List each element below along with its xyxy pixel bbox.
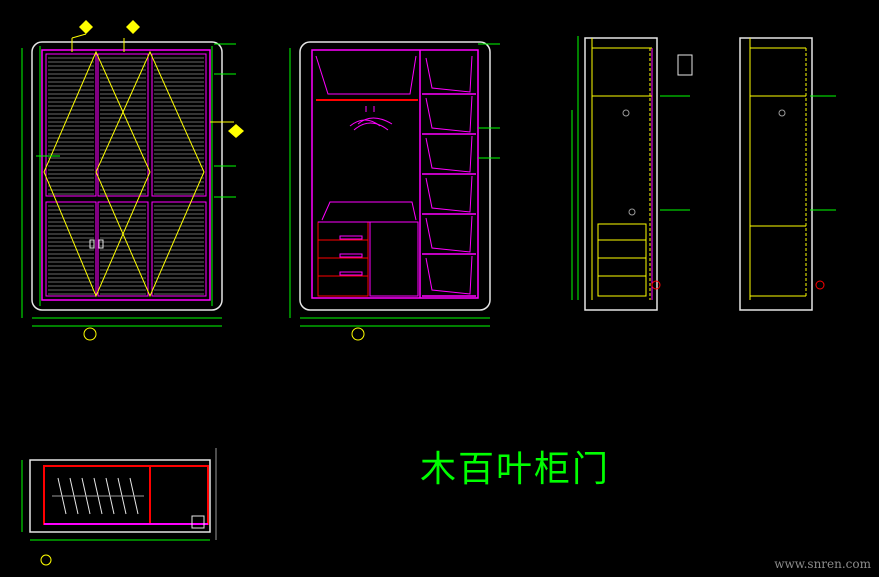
drawer-stack: [317, 221, 369, 297]
section-marker-top-mid: [123, 20, 140, 52]
interior-carcass: [311, 49, 479, 299]
interior-outer-frame: [299, 41, 491, 311]
section-b: [739, 37, 836, 311]
door-swing-right: [95, 50, 205, 298]
section-a: [571, 36, 693, 311]
view-callout-interior: [351, 327, 365, 341]
front-outer-frame: [31, 41, 223, 311]
drawing-title: 木百叶柜门: [420, 449, 611, 490]
section-a-drawers: [597, 223, 647, 297]
plan-hangers: [52, 477, 144, 515]
section-marker-right: [210, 121, 244, 138]
front-inner-frame: [41, 49, 211, 301]
louver-panel-1-1: [97, 201, 149, 297]
shelf-bay-1: [425, 95, 473, 133]
section-a-frame: [584, 37, 658, 311]
shelf-bay-2: [425, 135, 473, 173]
shelf-bay-0: [425, 55, 473, 93]
shelf-bay-4: [425, 215, 473, 253]
section-marker-top-left: [71, 20, 93, 52]
door-handle-left: [89, 239, 95, 249]
view-callout-plan: [40, 554, 52, 566]
plan-outer: [29, 459, 211, 533]
shelf-bay-3: [425, 175, 473, 213]
louver-panel-0-0: [45, 53, 97, 197]
right-shelves: [422, 55, 476, 297]
louver-panel-1-0: [97, 53, 149, 197]
louver-panel-0-1: [45, 201, 97, 297]
door-swing-left: [43, 50, 151, 298]
louver-panel-2-1: [151, 201, 207, 297]
door-handle-right: [98, 239, 104, 249]
view-callout-front: [83, 327, 97, 341]
louver-panel-2-0: [151, 53, 207, 197]
louver-panels: [45, 53, 207, 297]
shelf-bay-5: [425, 255, 473, 295]
lower-cabinet: [369, 221, 419, 297]
watermark: www.snren.com: [774, 557, 871, 571]
plan-view: [21, 448, 217, 566]
section-b-frame: [739, 37, 813, 311]
detail-tag: [677, 54, 693, 76]
plan-carcass: [43, 465, 209, 525]
interior-elevation: [289, 41, 500, 341]
hangers: [349, 106, 393, 131]
front-elevation: [21, 20, 244, 341]
